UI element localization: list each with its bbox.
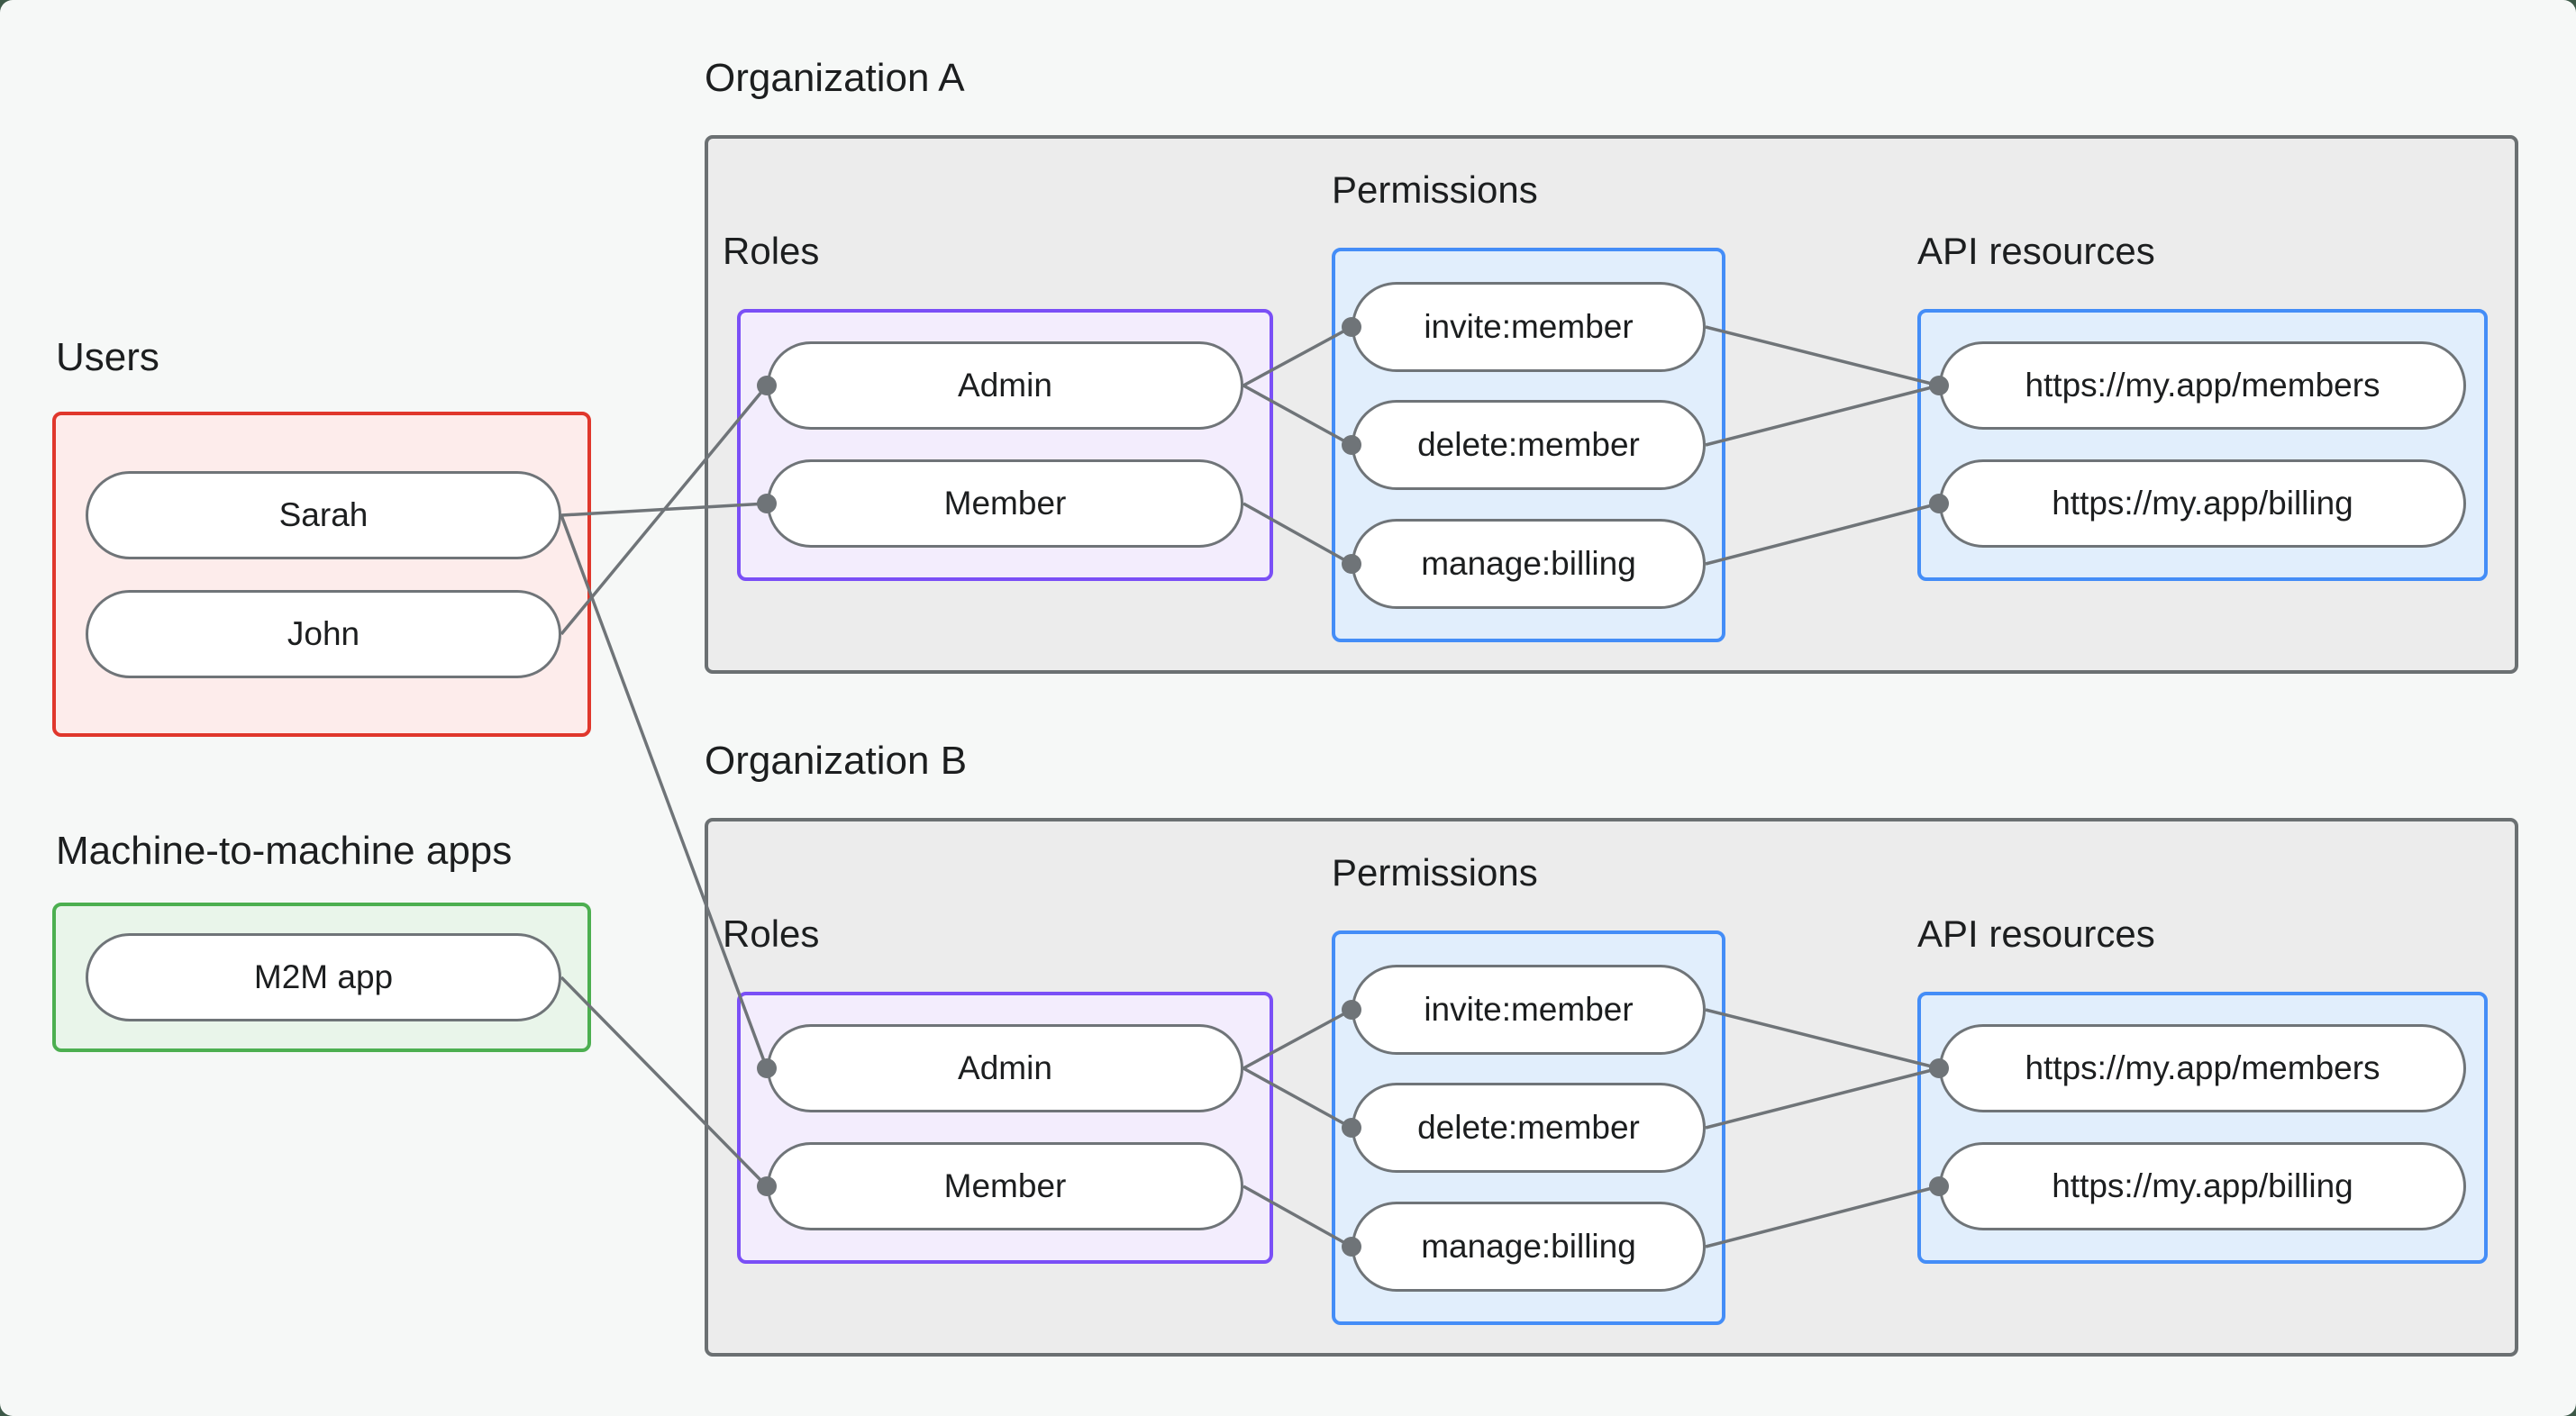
org-a-permissions-label: Permissions xyxy=(1332,168,1538,211)
users-group-box xyxy=(52,412,591,737)
org-a-permission-invite-member: invite:member xyxy=(1352,282,1706,372)
permission-label: delete:member xyxy=(1417,426,1640,463)
org-a-role-member: Member xyxy=(767,459,1243,548)
api-resource-label: https://my.app/members xyxy=(2025,367,2380,404)
role-label: Admin xyxy=(958,1049,1052,1086)
org-b-permission-delete-member: delete:member xyxy=(1352,1083,1706,1173)
user-node-john: John xyxy=(86,590,561,678)
org-b-api-members: https://my.app/members xyxy=(1939,1024,2466,1112)
org-b-api-resources-label: API resources xyxy=(1917,912,2155,955)
org-b-api-billing: https://my.app/billing xyxy=(1939,1142,2466,1230)
org-a-permission-delete-member: delete:member xyxy=(1352,400,1706,490)
m2m-app-label: M2M app xyxy=(253,958,394,995)
org-b-permission-manage-billing: manage:billing xyxy=(1352,1202,1706,1292)
org-a-api-billing: https://my.app/billing xyxy=(1939,459,2466,548)
permission-label: invite:member xyxy=(1424,308,1634,345)
api-resource-label: https://my.app/billing xyxy=(2052,1167,2353,1204)
org-b-role-member: Member xyxy=(767,1142,1243,1230)
org-b-title: Organization B xyxy=(705,739,968,783)
org-a-permission-manage-billing: manage:billing xyxy=(1352,519,1706,609)
org-a-api-members: https://my.app/members xyxy=(1939,341,2466,430)
org-b-roles-label: Roles xyxy=(723,912,820,955)
org-b-permission-invite-member: invite:member xyxy=(1352,965,1706,1055)
role-label: Member xyxy=(943,1167,1067,1204)
role-label: Member xyxy=(943,485,1067,522)
org-a-api-resources-label: API resources xyxy=(1917,230,2155,272)
users-group-title: Users xyxy=(56,335,159,379)
role-label: Admin xyxy=(958,367,1052,404)
permission-label: manage:billing xyxy=(1421,545,1636,582)
user-node-label: Sarah xyxy=(278,496,369,533)
permission-label: invite:member xyxy=(1424,991,1634,1028)
m2m-group-title: Machine-to-machine apps xyxy=(56,829,513,873)
permission-label: manage:billing xyxy=(1421,1228,1636,1265)
org-b-role-admin: Admin xyxy=(767,1024,1243,1112)
m2m-app-node: M2M app xyxy=(86,933,561,1021)
api-resource-label: https://my.app/members xyxy=(2025,1049,2380,1086)
permission-label: delete:member xyxy=(1417,1109,1640,1146)
org-a-title: Organization A xyxy=(705,56,965,100)
user-node-sarah: Sarah xyxy=(86,471,561,559)
api-resource-label: https://my.app/billing xyxy=(2052,485,2353,522)
org-a-roles-label: Roles xyxy=(723,230,820,272)
org-b-permissions-label: Permissions xyxy=(1332,851,1538,894)
user-node-label: John xyxy=(287,615,360,652)
org-a-role-admin: Admin xyxy=(767,341,1243,430)
